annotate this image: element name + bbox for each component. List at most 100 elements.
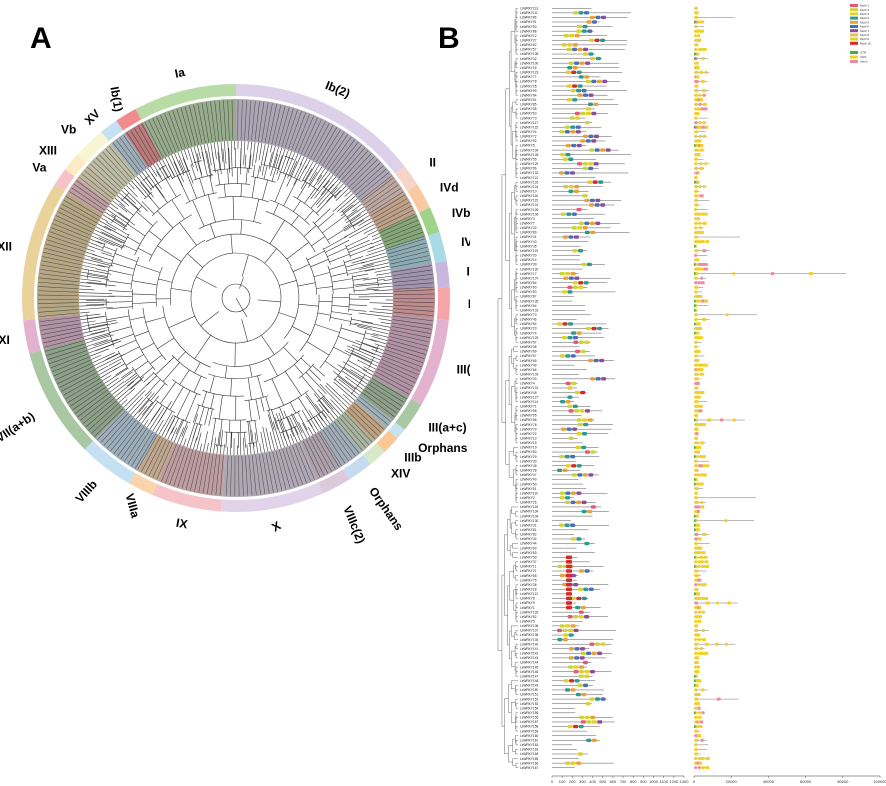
tip-label-mark — [134, 127, 156, 163]
tree-branch — [315, 178, 339, 206]
tree-branch — [333, 362, 347, 381]
tree-branch — [317, 170, 328, 185]
tree-branch — [287, 426, 297, 431]
tree-branch — [156, 162, 168, 182]
gene-id-label: LsWRKY46 — [520, 318, 537, 322]
gene-id-label: LsWRKY99 — [520, 89, 537, 93]
tip-label-mark — [81, 173, 114, 200]
clade-label: Vb — [61, 123, 76, 137]
motif-block — [562, 637, 568, 642]
exon-block — [705, 240, 709, 244]
exon-block — [700, 505, 705, 509]
gene-id-label: LsWRKY117 — [520, 121, 538, 125]
clade-label: Orphans — [418, 441, 468, 455]
tree-branch — [290, 160, 298, 177]
tree-branch — [90, 238, 103, 245]
motif-block — [584, 230, 590, 235]
motif-block — [577, 226, 583, 230]
exon-block — [696, 404, 701, 408]
exon-block — [696, 171, 699, 175]
legend-swatch — [850, 29, 858, 33]
tree-branch — [310, 418, 319, 432]
tree-branch — [378, 283, 386, 285]
motif-block — [577, 683, 583, 688]
motif-block — [577, 587, 583, 591]
motif-axis-tick-label: 1200 — [669, 779, 679, 784]
exon-block — [694, 725, 699, 729]
exon-block — [699, 725, 703, 729]
tree-branch — [347, 268, 375, 275]
gene-id-label: LsWRKY116 — [520, 194, 538, 198]
tree-branch — [168, 315, 195, 328]
motif-block — [590, 56, 596, 61]
tree-branch — [251, 177, 256, 198]
tree-branch — [90, 348, 109, 357]
exon-block — [697, 445, 702, 449]
tip-label-mark — [285, 447, 299, 486]
tree-branch — [317, 212, 335, 228]
gene-id-label: LsWRKY137 — [520, 629, 538, 633]
gene-id-label: LsWRKY33 — [520, 377, 537, 381]
motif-block — [581, 445, 587, 450]
tree-branch — [322, 247, 327, 255]
motif-block — [584, 674, 590, 678]
gene-id-label: LsWRKY30 — [520, 459, 537, 463]
exon-block — [696, 720, 701, 724]
utr-block — [694, 263, 696, 266]
tip-label-mark — [380, 362, 417, 380]
gene-id-label: LsWRKY103 — [520, 372, 538, 376]
tree-branch — [280, 429, 288, 433]
motif-block — [572, 404, 578, 408]
motif-block — [571, 226, 577, 230]
tip-label-mark — [123, 134, 147, 169]
motif-block — [565, 143, 571, 148]
exon-block — [694, 249, 699, 253]
exon-block — [694, 304, 697, 308]
tree-branch — [352, 219, 365, 227]
tip-label-mark — [84, 170, 116, 197]
exon-block — [697, 125, 702, 129]
tree-branch — [279, 280, 297, 286]
clade-ring — [22, 84, 450, 512]
legend-swatch — [850, 33, 858, 37]
tree-branch — [346, 269, 349, 277]
tree-branch — [195, 422, 203, 426]
exon-block — [701, 79, 705, 83]
exon-block — [695, 331, 700, 335]
motif-block — [572, 66, 578, 70]
tip-label-mark — [371, 378, 407, 400]
exon-block — [694, 455, 698, 459]
exon-block — [694, 153, 698, 157]
tree-branch — [348, 309, 367, 312]
tree-branch — [323, 180, 330, 188]
motif-block — [595, 697, 601, 701]
tree-branch — [86, 281, 107, 285]
tip-label-mark — [386, 346, 425, 359]
tip-label-mark — [341, 414, 370, 445]
tip-label-mark — [59, 207, 96, 227]
tree-branch — [100, 217, 109, 223]
tree-branch — [369, 302, 393, 304]
tree-branch — [289, 417, 301, 442]
tree-branch — [114, 381, 135, 398]
motif-block — [581, 500, 587, 505]
tip-label-mark — [245, 455, 249, 496]
tip-label-mark — [341, 150, 369, 181]
gene-id-label: LsWRKY153 — [520, 702, 538, 706]
tip-label-mark — [292, 445, 307, 484]
exon-block — [699, 615, 702, 619]
tree-branch — [233, 183, 251, 185]
legend-label: Motif 1 — [860, 4, 869, 8]
exon-block — [704, 560, 709, 564]
tree-branch — [298, 303, 319, 307]
exon-block — [697, 633, 701, 637]
tip-label-mark — [53, 359, 91, 377]
motif-block — [600, 697, 606, 701]
exon-block — [697, 473, 701, 477]
tip-label-mark — [214, 101, 220, 141]
tree-branch — [196, 424, 202, 441]
exon-block — [703, 267, 708, 271]
tip-label-mark — [59, 369, 96, 388]
exon-block — [694, 487, 699, 491]
clade-label: IIIf — [468, 297, 470, 311]
